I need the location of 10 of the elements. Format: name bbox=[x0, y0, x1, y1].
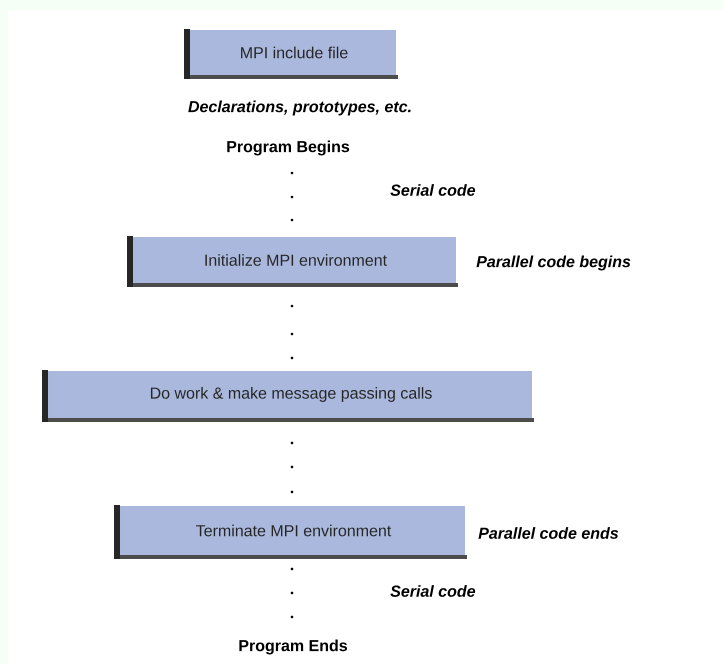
process-box: MPI include file bbox=[184, 29, 398, 79]
process-box: Initialize MPI environment bbox=[127, 236, 458, 287]
text-label: Parallel code begins bbox=[476, 256, 630, 270]
text-label: Declarations, prototypes, etc. bbox=[188, 100, 411, 116]
process-box: Do work & make message passing calls bbox=[42, 370, 534, 422]
text-label: Serial code bbox=[390, 184, 476, 196]
process-box: Terminate MPI environment bbox=[114, 505, 467, 559]
text-label: Program Begins bbox=[227, 140, 350, 156]
text-label: Serial code bbox=[390, 585, 476, 597]
text-label: Program Ends bbox=[239, 640, 347, 654]
